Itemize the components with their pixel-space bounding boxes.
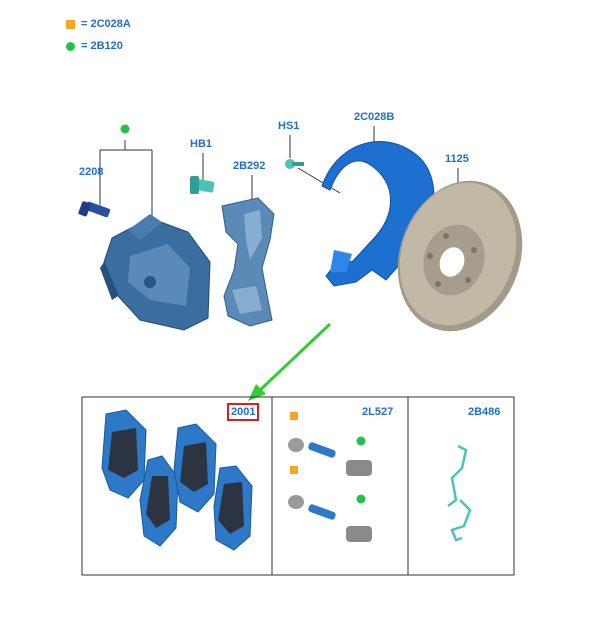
legend-entry-square: = 2C028A — [66, 18, 131, 30]
orange-square-icon — [66, 19, 75, 29]
legend-square-text: = 2C028A — [81, 18, 131, 30]
pin-kit-parts — [288, 412, 372, 542]
arrow-icon — [248, 322, 332, 401]
guide-pin-bolt — [78, 201, 111, 218]
hs1-screw — [285, 159, 304, 169]
green-dot-icon — [120, 124, 130, 134]
green-dot-icon — [66, 41, 75, 51]
brake-caliper — [100, 214, 211, 331]
callout-2b486: 2B486 — [468, 406, 501, 418]
callout-2l527: 2L527 — [362, 406, 394, 418]
kit-box — [81, 396, 515, 576]
legend-entry-dot: = 2B120 — [66, 40, 123, 52]
callout-1125: 1125 — [445, 153, 469, 165]
brake-pads — [101, 409, 253, 551]
callout-2208: 2208 — [79, 166, 104, 178]
legend-dot-text: = 2B120 — [81, 40, 123, 52]
callout-hb1: HB1 — [190, 138, 213, 150]
brake-disc — [397, 180, 523, 332]
anti-rattle-springs — [447, 444, 472, 542]
caliper-bracket — [221, 197, 275, 327]
callout-2c028b: 2C028B — [354, 111, 395, 123]
callout-hs1: HS1 — [278, 120, 300, 132]
hb1-bolt — [190, 176, 215, 194]
callout-2001: 2001 — [226, 403, 260, 421]
callout-2b292: 2B292 — [233, 160, 266, 172]
